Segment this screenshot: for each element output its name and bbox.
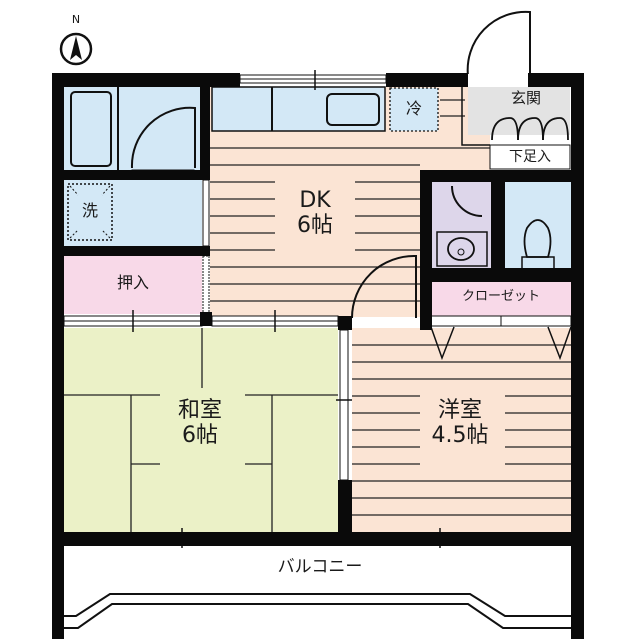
youshitsu-label: 洋室 4.5帖	[410, 398, 510, 449]
washer-label: 洗	[81, 201, 98, 220]
oshiire-label: 押入	[116, 273, 149, 292]
balcony-label: バルコニー	[277, 557, 363, 577]
washroom	[431, 182, 491, 268]
wall-wc-mid	[491, 182, 505, 270]
laundry-area	[64, 180, 202, 246]
wall-top-left	[52, 73, 240, 87]
wall-right	[571, 73, 584, 639]
wall-south	[52, 532, 584, 546]
washitsu-size: 6帖	[182, 423, 218, 449]
compass-label: N	[71, 13, 81, 26]
compass: N	[58, 13, 94, 70]
washitsu-label: 和室 6帖	[150, 398, 250, 449]
dk-label: DK 6帖	[270, 188, 360, 239]
wall-rooms-divider	[338, 316, 352, 330]
wall-top-mid	[386, 73, 468, 87]
oshiire-closet	[64, 256, 202, 314]
wall-wc-top	[420, 170, 571, 182]
washitsu-name: 和室	[177, 398, 222, 423]
closet	[431, 282, 571, 316]
wall-rooms-divider-lower	[338, 480, 352, 532]
wall-bath-bottom	[64, 170, 210, 180]
getabako-label: 下足入	[509, 149, 551, 165]
closet-label: クローゼット	[461, 289, 540, 304]
wall-wc-left	[420, 170, 432, 330]
wall-left	[52, 73, 64, 639]
wall-laundry-bottom	[64, 246, 210, 256]
youshitsu-size: 4.5帖	[431, 423, 489, 449]
north-arrow-icon	[59, 32, 93, 66]
dk-size: 6帖	[297, 213, 333, 239]
genkan-label: 玄関	[510, 89, 541, 107]
dk-name: DK	[299, 188, 331, 213]
wall-bath-right	[200, 73, 210, 177]
wall-wc-bottom	[420, 268, 571, 282]
wall-center-post	[200, 312, 212, 326]
fridge-label: 冷	[405, 99, 422, 118]
genkan-entrance	[468, 87, 570, 135]
wall-top-right	[528, 73, 584, 87]
youshitsu-name: 洋室	[437, 398, 482, 423]
toilet-room	[505, 182, 571, 268]
washitsu-room	[64, 328, 338, 532]
